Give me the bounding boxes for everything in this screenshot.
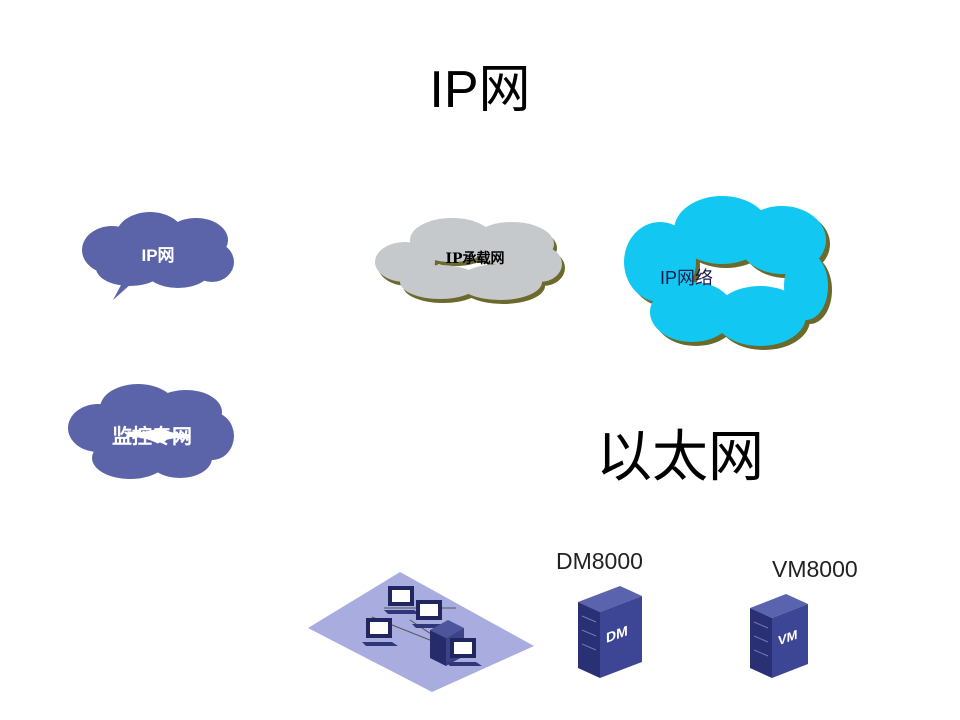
workstation-icon — [446, 638, 482, 666]
cloud-ip-bearer-net — [375, 218, 565, 304]
lan-platform — [308, 572, 534, 692]
workstation-icon — [362, 618, 398, 646]
workstation-icon — [384, 586, 420, 614]
workstation-icon — [412, 600, 448, 628]
dm-server-icon — [578, 586, 642, 678]
cloud-label-ip-network: IP网络 — [660, 268, 714, 288]
cloud-label-ip-bearer: IP承载网 — [445, 251, 505, 267]
ethernet-title: 以太网 — [596, 425, 764, 490]
cloud-monitor-net — [68, 384, 234, 479]
cloud-label-ip: IP网 — [141, 246, 175, 265]
callout-cloud-ip — [82, 212, 234, 300]
page-title: IP网 — [429, 61, 531, 119]
vm-server-label: VM8000 — [772, 556, 858, 582]
dm-server-label: DM8000 — [556, 548, 643, 574]
cloud-ip-network — [624, 196, 832, 350]
vm-server-icon — [750, 594, 808, 678]
cloud-label-monitor: 监控专网 — [112, 426, 192, 448]
